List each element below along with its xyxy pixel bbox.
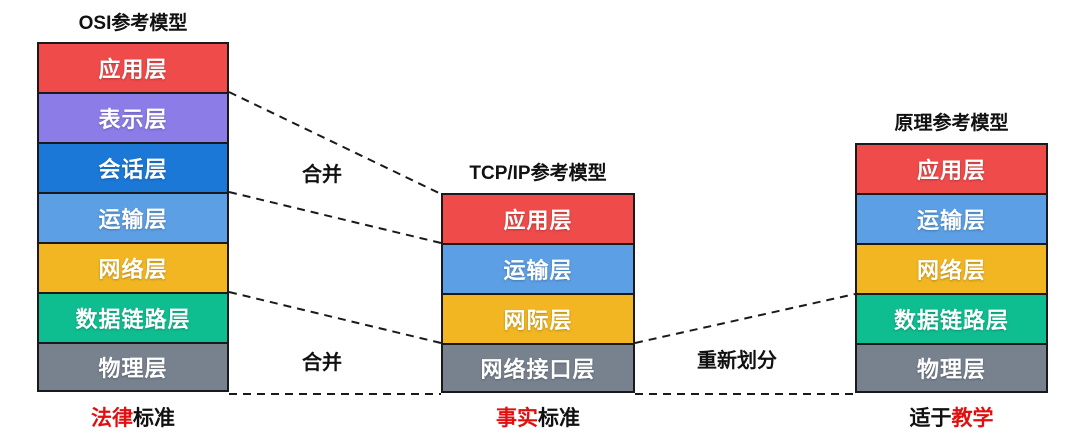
merge-top-label: 合并 bbox=[302, 164, 342, 186]
layer-osi-application: 应用层 bbox=[37, 42, 229, 92]
principle-stack-title: 原理参考模型 bbox=[894, 113, 1009, 134]
tcpip-stack-title: TCP/IP参考模型 bbox=[469, 163, 607, 184]
principle-stack: 应用层 运输层 网络层 数据链路层 物理层 bbox=[855, 143, 1048, 393]
merge-line-session-to-application bbox=[228, 191, 442, 244]
tcpip-caption: 事实标准 bbox=[441, 402, 635, 432]
tcpip-caption-rest: 标准 bbox=[538, 407, 580, 430]
osi-stack-title: OSI参考模型 bbox=[78, 13, 188, 34]
merge-bottom-label: 合并 bbox=[302, 352, 342, 374]
layer-tcpip-internet: 网际层 bbox=[441, 293, 635, 343]
layer-osi-transport: 运输层 bbox=[37, 192, 229, 242]
merge-line-network-to-interface bbox=[228, 291, 442, 344]
principle-caption-highlight: 教学 bbox=[951, 407, 994, 430]
layer-osi-network: 网络层 bbox=[37, 242, 229, 292]
layer-principle-application: 应用层 bbox=[855, 143, 1048, 193]
principle-caption-rest: 适于 bbox=[909, 407, 952, 430]
osi-caption-rest: 标准 bbox=[133, 407, 175, 430]
osi-caption-highlight: 法律 bbox=[91, 407, 133, 430]
layer-osi-presentation: 表示层 bbox=[37, 92, 229, 142]
osi-caption: 法律标准 bbox=[37, 402, 229, 432]
principle-caption: 适于教学 bbox=[855, 402, 1048, 432]
layer-tcpip-transport: 运输层 bbox=[441, 243, 635, 293]
layer-principle-datalink: 数据链路层 bbox=[855, 293, 1048, 343]
layer-tcpip-application: 应用层 bbox=[441, 193, 635, 243]
layer-principle-transport: 运输层 bbox=[855, 193, 1048, 243]
osi-stack: 应用层 表示层 会话层 运输层 网络层 数据链路层 物理层 bbox=[37, 42, 229, 392]
layer-tcpip-network-interface: 网络接口层 bbox=[441, 343, 635, 393]
tcpip-caption-highlight: 事实 bbox=[496, 407, 538, 430]
layer-principle-network: 网络层 bbox=[855, 243, 1048, 293]
layer-osi-datalink: 数据链路层 bbox=[37, 292, 229, 342]
layer-osi-session: 会话层 bbox=[37, 142, 229, 192]
repartition-line-interface-to-datalink bbox=[634, 293, 856, 344]
layer-osi-physical: 物理层 bbox=[37, 342, 229, 392]
tcpip-stack: 应用层 运输层 网际层 网络接口层 bbox=[441, 193, 635, 393]
layer-principle-physical: 物理层 bbox=[855, 343, 1048, 393]
repartition-label: 重新划分 bbox=[697, 350, 777, 372]
